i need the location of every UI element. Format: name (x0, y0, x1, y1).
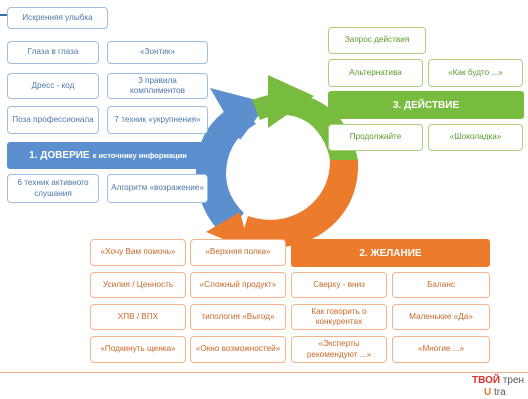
trust-item-1: Искренняя улыбка (7, 7, 108, 29)
green-arrow-head (268, 75, 314, 128)
orange-cycle-arrow (240, 160, 359, 248)
desire-item-14: «Многие ...» (392, 336, 490, 363)
desire-item-11: «Подкинуть щенка» (90, 336, 186, 363)
desire-item-10: Маленькие «Да» (392, 304, 490, 330)
desire-item-2: «Верхняя полка» (190, 239, 286, 266)
desire-item-4: «Сложный продукт» (190, 272, 286, 298)
trust-subtitle: к источнику информации (92, 151, 187, 160)
desire-header: 2. ЖЕЛАНИЕ (291, 239, 490, 267)
trust-item-6: Поза профессионала (7, 106, 99, 134)
trust-item-7: 7 техник «укрупнения» (107, 106, 208, 134)
action-item-1: Запрос действия (328, 27, 426, 54)
brand-red-text: ТВОЙ (472, 375, 501, 386)
blue-cycle-arrow (195, 103, 256, 236)
brand2-rest-text: tra (491, 387, 506, 398)
action-item-4: Продолжайте (328, 124, 423, 151)
trust-item-2: Глаза в глаза (7, 41, 99, 64)
action-header: 3. ДЕЙСТВИЕ (328, 91, 524, 119)
action-item-2: Альтернатива (328, 59, 423, 87)
brand-logo-text-2: U tra (484, 387, 506, 398)
brand-rest-text: трен (500, 375, 525, 386)
brand-logo-text: ТВОЙ трен (472, 375, 524, 386)
desire-item-9: Как говорить о конкурентах (291, 304, 387, 330)
desire-item-1: «Хочу Вам помочь» (90, 239, 186, 266)
action-item-3: «Как будто ...» (428, 59, 523, 87)
trust-title: 1. ДОВЕРИЕ (29, 150, 90, 161)
desire-item-7: ХПВ / ВПХ (90, 304, 186, 330)
desire-item-6: Баланс (392, 272, 490, 298)
trust-item-4: Дресс - код (7, 73, 99, 99)
desire-item-5: Сверху - вниз (291, 272, 387, 298)
desire-item-12: «Окно возможностей» (190, 336, 286, 363)
trust-header: 1. ДОВЕРИЕ к источнику информации (7, 142, 209, 169)
footer-divider (0, 372, 528, 373)
brand-u-text: U (484, 387, 492, 398)
trust-item-8: 6 техник активного слушания (7, 174, 99, 203)
trust-item-3: «Зонтик» (107, 41, 208, 64)
desire-item-3: Усилия / Ценность (90, 272, 186, 298)
desire-item-13: «Эксперты рекомендуют ...» (291, 336, 387, 363)
desire-item-8: типология «Выгод» (190, 304, 286, 330)
top-accent-bar (0, 14, 7, 16)
trust-item-9: Алгоритм «возражение» (107, 174, 208, 203)
action-item-5: «Шоколадка» (428, 124, 523, 151)
trust-item-5: 3 правила комплиментов (107, 73, 208, 99)
